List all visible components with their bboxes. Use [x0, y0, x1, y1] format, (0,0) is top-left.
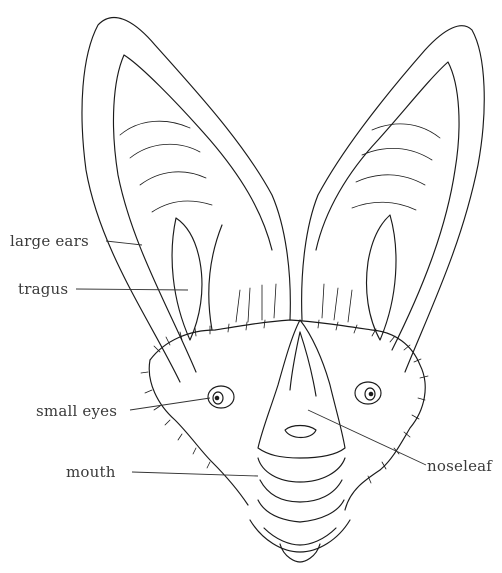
- right-eye: [355, 382, 381, 404]
- label-noseleaf: noseleaf: [427, 457, 492, 475]
- label-mouth: mouth: [66, 463, 116, 481]
- leader-small-eyes: [130, 398, 210, 410]
- leader-large-ears: [106, 241, 142, 245]
- left-eye: [208, 386, 234, 408]
- leader-tragus: [76, 289, 188, 290]
- mouth: [250, 520, 350, 562]
- leader-noseleaf: [308, 410, 426, 465]
- label-large-ears: large ears: [10, 232, 89, 250]
- left-ear: [82, 18, 290, 382]
- head-fur-outline: [141, 284, 428, 510]
- muzzle: [258, 458, 345, 522]
- label-small-eyes: small eyes: [36, 402, 117, 420]
- left-tragus: [172, 218, 202, 340]
- right-tragus: [367, 215, 396, 340]
- leader-mouth: [132, 472, 258, 476]
- right-ear: [302, 26, 485, 372]
- noseleaf: [258, 320, 345, 458]
- label-tragus: tragus: [18, 280, 68, 298]
